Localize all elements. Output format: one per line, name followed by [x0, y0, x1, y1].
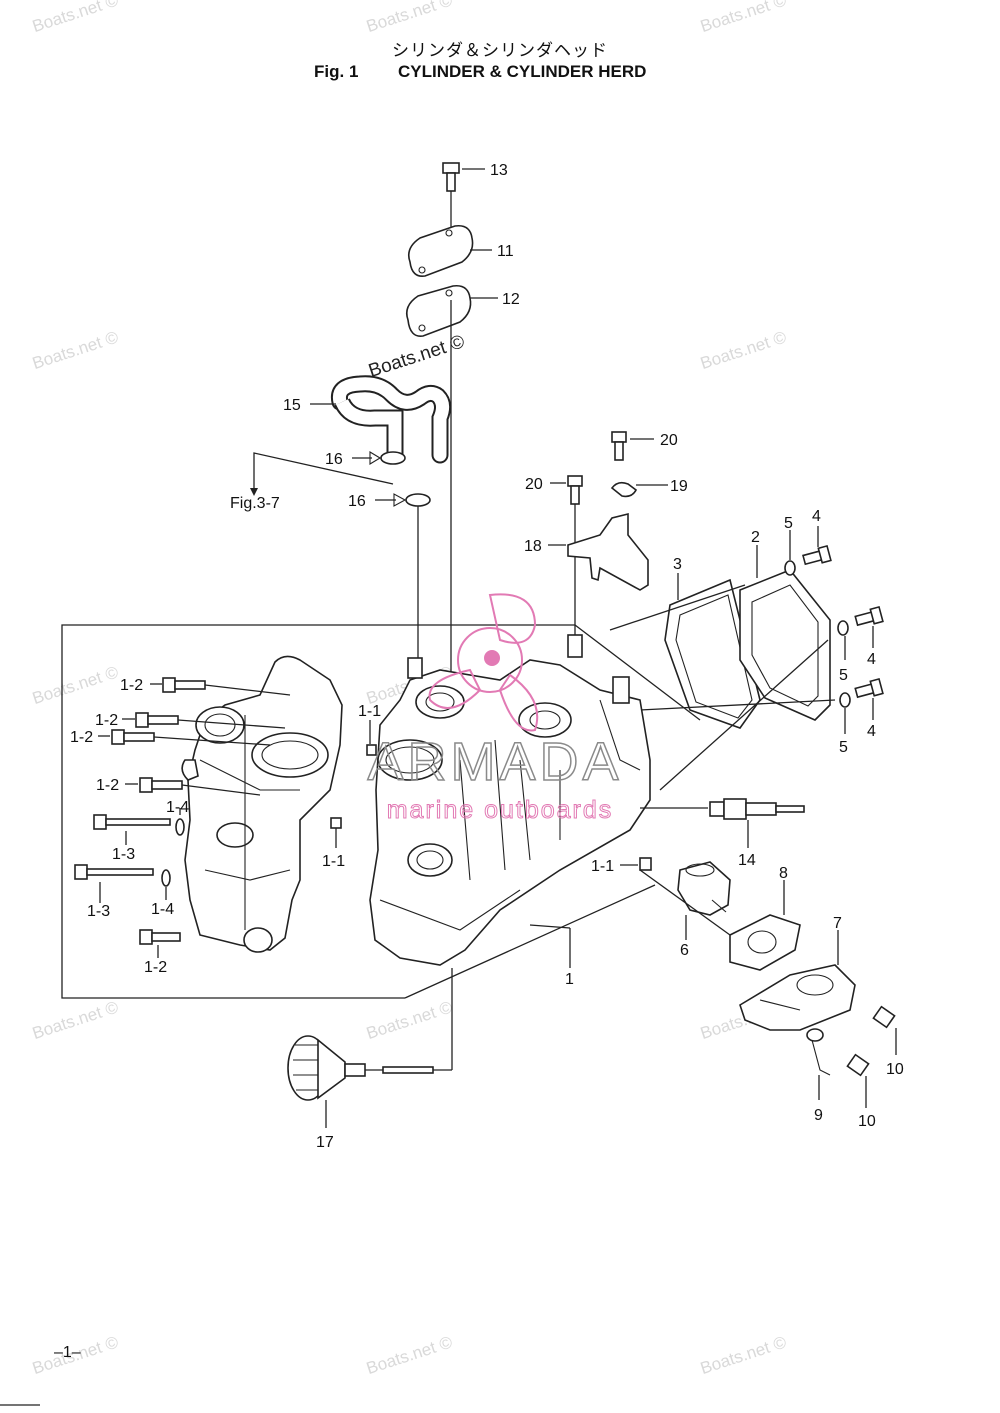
callout-label: 17 [316, 1134, 334, 1151]
dowel-1-1-a [366, 720, 377, 756]
callout-label: 13 [490, 162, 508, 179]
bolt-1-3-lower [74, 864, 171, 903]
brand-logo: ARMADA marine outboards [367, 593, 622, 825]
assembly-frame-edge [404, 884, 656, 999]
page-number: –1– [54, 1344, 81, 1361]
callout-label: 5 [839, 739, 848, 756]
cover-2 [739, 545, 831, 721]
callout-label: 4 [867, 723, 876, 740]
bolt-10-upper [872, 1005, 897, 1055]
callout-label: 8 [779, 865, 788, 882]
bracket-18 [548, 512, 649, 591]
bolt-4-top [802, 526, 832, 566]
bolt-4-mid [854, 605, 884, 648]
dowel-1-1-b [330, 817, 342, 848]
bolt-1-2-e [139, 929, 181, 958]
bolt-20-lower [550, 475, 583, 640]
callout-label: 12 [502, 291, 520, 308]
callout-label: 1-1 [322, 853, 345, 870]
clip-16-lower [375, 493, 431, 507]
callout-label: 1-3 [112, 846, 135, 863]
figure-title: CYLINDER & CYLINDER HERD [398, 62, 647, 81]
brand-tagline: marine outboards [387, 796, 614, 824]
spark-plug-14 [640, 798, 805, 848]
callout-label: 16 [348, 493, 366, 510]
bolt-1-3-upper [93, 808, 185, 845]
callout-label: 5 [784, 515, 793, 532]
arrow-down-icon [250, 488, 258, 496]
cover-plate-11 [407, 224, 492, 278]
gasket-12 [405, 284, 498, 337]
callout-label: 9 [814, 1107, 823, 1124]
callout-label: 16 [325, 451, 343, 468]
gasket-3 [664, 573, 761, 729]
washer-5-top [784, 530, 796, 576]
hose-15 [310, 375, 452, 464]
callout-label: 1-2 [120, 677, 143, 694]
callout-label: 10 [858, 1113, 876, 1130]
callout-label: 1-1 [591, 858, 614, 875]
pulser-17 [287, 968, 453, 1128]
callout-label: 7 [833, 915, 842, 932]
guide-line [609, 584, 746, 631]
callout-label: 5 [839, 667, 848, 684]
clip-16-upper [352, 451, 406, 465]
bolt-13 [442, 162, 485, 230]
brand-name: ARMADA [367, 732, 622, 792]
callout-label: 1-2 [96, 777, 119, 794]
clip-9 [806, 1028, 831, 1100]
thermostat-cover-7 [639, 869, 856, 1031]
assembly-frame [61, 624, 701, 999]
bolt-1-2-b [122, 712, 286, 729]
callout-label: 15 [283, 397, 301, 414]
bolt-1-2-c [98, 729, 271, 746]
callout-label: 10 [886, 1061, 904, 1078]
guide-line [659, 639, 829, 791]
callout-label: 1-3 [87, 903, 110, 920]
crankcase-half [181, 655, 343, 953]
callout-label: 19 [670, 478, 688, 495]
callout-label: 3 [673, 556, 682, 573]
callout-label: 6 [680, 942, 689, 959]
bolt-1-2-a [150, 677, 291, 696]
title-japanese: シリンダ＆シリンダヘッド [392, 41, 608, 61]
callout-label: 14 [738, 852, 756, 869]
callout-label: 18 [524, 538, 542, 555]
bolt-1-2-d [125, 777, 261, 796]
dowel-1-1-c [620, 857, 652, 871]
bolt-20-upper [611, 431, 654, 461]
callout-label: 20 [660, 432, 678, 449]
callout-label: 1-4 [166, 799, 189, 816]
guide-line [639, 699, 836, 711]
callout-label: 2 [751, 529, 760, 546]
callout-label: 1-2 [144, 959, 167, 976]
callout-label: 1-1 [358, 703, 381, 720]
bolt-4-low [854, 677, 884, 720]
callout-label: 1-2 [95, 712, 118, 729]
callout-label: 1 [565, 971, 574, 988]
callout-label: 4 [867, 651, 876, 668]
cylinder-block-1 [369, 634, 651, 968]
callout-label: 1-4 [151, 901, 174, 918]
gasket-8 [729, 880, 801, 971]
callout-label: 11 [497, 243, 514, 260]
callout-label: 20 [525, 476, 543, 493]
washer-5-mid [837, 620, 849, 660]
figure-number: Fig. 1 [314, 62, 359, 81]
callout-label: Fig.3-7 [230, 495, 280, 512]
fig-ref-pointer [253, 452, 394, 488]
callout-label: 4 [812, 508, 821, 525]
thermostat-6 [677, 861, 731, 940]
washer-5-low [839, 692, 851, 734]
callout-label: 1-2 [70, 729, 93, 746]
clip-19 [610, 481, 668, 498]
bolt-10-lower [846, 1053, 870, 1108]
